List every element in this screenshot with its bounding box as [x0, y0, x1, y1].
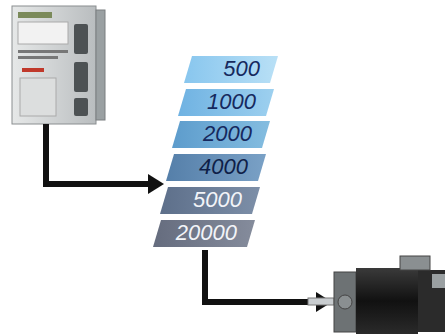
- value-band: 4000: [166, 154, 266, 181]
- band-value: 2000: [172, 121, 270, 147]
- band-value: 1000: [178, 89, 274, 115]
- value-band: 1000: [178, 89, 274, 116]
- band-value: 5000: [160, 187, 260, 213]
- servo-drive: [12, 6, 105, 124]
- value-band: 5000: [160, 187, 260, 214]
- flow-arrow: [46, 124, 318, 302]
- band-value: 4000: [166, 154, 266, 180]
- band-value: 20000: [153, 220, 255, 246]
- band-value: 500: [184, 56, 278, 82]
- value-band: 500: [184, 56, 278, 83]
- value-band: 20000: [153, 220, 255, 247]
- value-band: 2000: [172, 121, 270, 148]
- arrow-head: [148, 174, 164, 194]
- servo-motor: [308, 256, 445, 334]
